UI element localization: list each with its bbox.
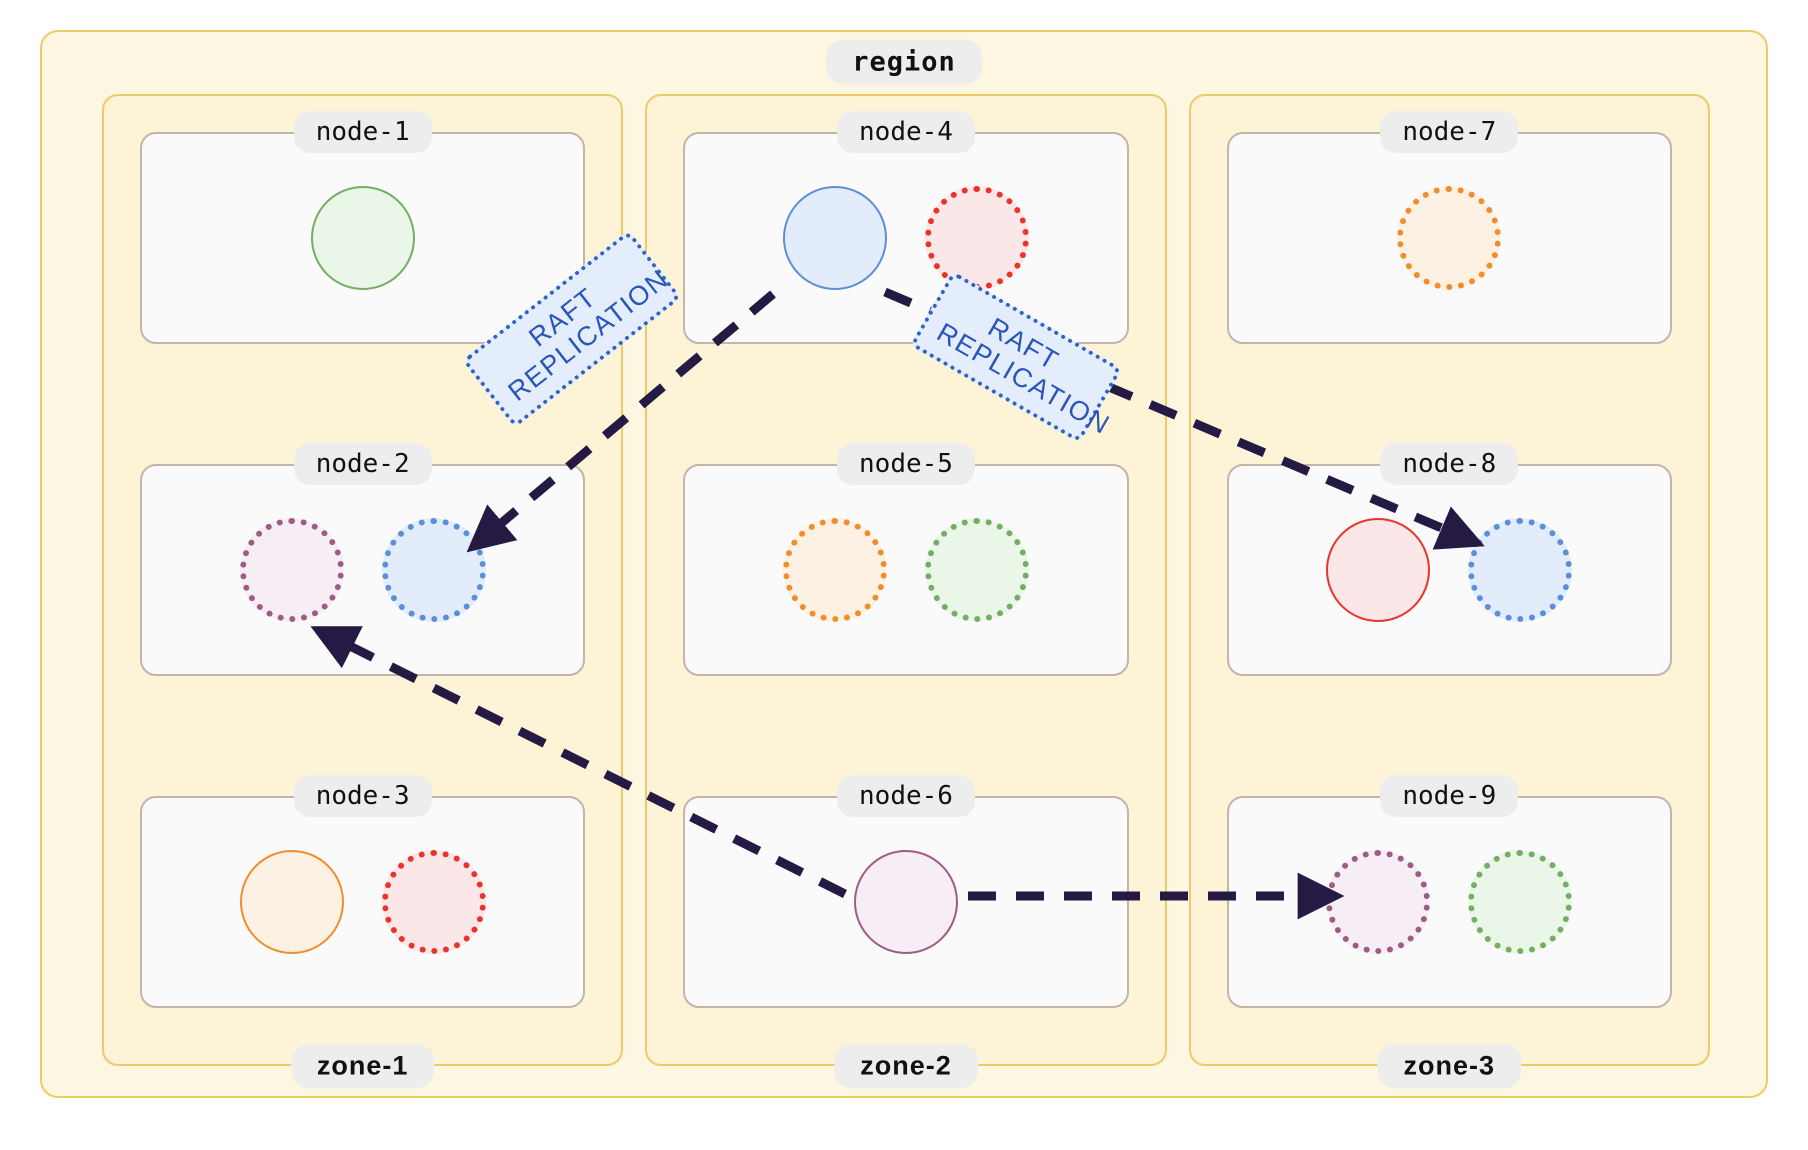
node-7-label: node-7 <box>1380 111 1519 153</box>
zone-3-label: zone-3 <box>1377 1043 1522 1089</box>
node-6[interactable]: node-6 <box>683 775 1129 1008</box>
zone-3[interactable]: node-7 node-8 node-9 zone-3 <box>1188 94 1710 1089</box>
node-7[interactable]: node-7 <box>1226 111 1672 344</box>
replica-green-follower[interactable] <box>924 518 1029 622</box>
node-8-label: node-8 <box>1380 443 1519 485</box>
replica-orange-follower[interactable] <box>782 518 887 622</box>
zone-2-label: zone-2 <box>834 1043 978 1089</box>
replica-purple-follower[interactable] <box>1326 850 1431 954</box>
node-5[interactable]: node-5 <box>683 443 1129 676</box>
zones-row: node-1 node-2 node-3 zone-1 node-4 <box>102 94 1710 1089</box>
node-6-label: node-6 <box>837 775 975 817</box>
node-2[interactable]: node-2 <box>140 443 586 676</box>
replica-blue-follower[interactable] <box>1468 518 1573 622</box>
replica-blue-leader[interactable] <box>782 186 887 290</box>
replica-orange-leader[interactable] <box>239 850 344 954</box>
node-9[interactable]: node-9 <box>1226 775 1672 1008</box>
zone-1[interactable]: node-1 node-2 node-3 zone-1 <box>102 94 624 1089</box>
replica-orange-follower[interactable] <box>1397 186 1502 290</box>
zone-1-label: zone-1 <box>290 1043 435 1089</box>
node-5-label: node-5 <box>837 443 975 485</box>
node-3[interactable]: node-3 <box>140 775 586 1008</box>
node-2-label: node-2 <box>293 443 432 485</box>
region-container: region node-1 node-2 node-3 zone-1 no <box>40 30 1768 1098</box>
replica-red-follower[interactable] <box>924 186 1029 290</box>
zone-2[interactable]: node-4 node-5 node-6 zone-2 <box>645 94 1167 1089</box>
replica-blue-follower[interactable] <box>381 518 486 622</box>
node-1-label: node-1 <box>293 111 432 153</box>
replica-green-leader[interactable] <box>310 186 415 290</box>
node-1[interactable]: node-1 <box>140 111 586 344</box>
replica-red-leader[interactable] <box>1326 518 1431 622</box>
replica-purple-leader[interactable] <box>853 850 958 954</box>
replica-red-follower[interactable] <box>381 850 486 954</box>
node-8[interactable]: node-8 <box>1226 443 1672 676</box>
node-9-label: node-9 <box>1380 775 1519 817</box>
region-label: region <box>826 39 982 85</box>
replica-purple-follower[interactable] <box>239 518 344 622</box>
node-4-label: node-4 <box>837 111 975 153</box>
node-3-label: node-3 <box>293 775 432 817</box>
node-4[interactable]: node-4 <box>683 111 1129 344</box>
replica-green-follower[interactable] <box>1468 850 1573 954</box>
